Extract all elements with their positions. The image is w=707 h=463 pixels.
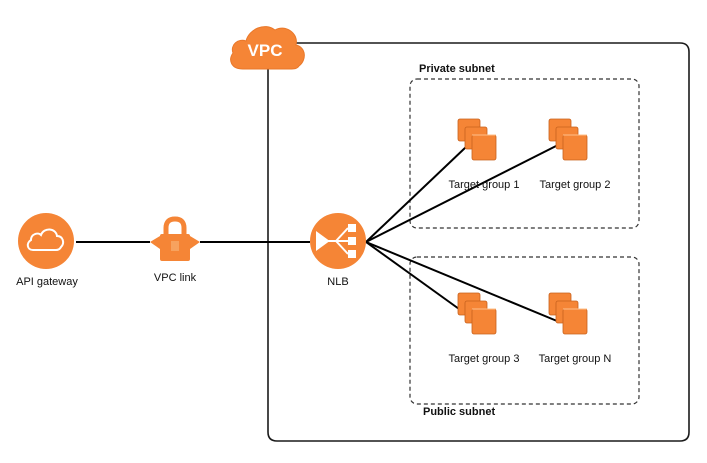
- vpc-link-lock-icon: [150, 216, 200, 261]
- nlb-node: NLB: [310, 213, 366, 288]
- target-group-2-label: Target group 2: [540, 179, 611, 191]
- stacked-instances-icon: [548, 292, 588, 335]
- public-subnet: Public subnet: [409, 256, 640, 418]
- target-group-n-label: Target group N: [539, 353, 612, 365]
- stacked-instances-icon: [548, 118, 588, 161]
- link-nlb-tg2: [365, 144, 559, 243]
- link-nlb-tg3: [365, 241, 467, 315]
- target-group-3-label: Target group 3: [449, 353, 520, 365]
- stacked-instances-icon: [457, 292, 497, 335]
- connections: [76, 144, 559, 322]
- private-subnet: Private subnet: [409, 63, 640, 229]
- target-group-n-node: Target group N: [539, 292, 612, 365]
- link-nlb-tgn: [365, 241, 558, 322]
- vpc-link-node: VPC link: [150, 216, 200, 284]
- vpc-link-label: VPC link: [154, 272, 197, 284]
- vpc-label: VPC: [248, 41, 283, 60]
- target-group-3-node: Target group 3: [449, 292, 520, 365]
- api-gateway-label: API gateway: [16, 276, 78, 288]
- public-subnet-label: Public subnet: [423, 406, 495, 418]
- target-group-1-node: Target group 1: [449, 118, 520, 191]
- private-subnet-label: Private subnet: [419, 63, 495, 75]
- stacked-instances-icon: [457, 118, 497, 161]
- api-gateway-node: API gateway: [16, 213, 78, 288]
- vpc-cloud-icon: VPC: [230, 26, 305, 70]
- nlb-label: NLB: [327, 276, 348, 288]
- target-group-1-label: Target group 1: [449, 179, 520, 191]
- api-gateway-cloud-icon: [18, 213, 74, 269]
- vpc-boundary: [267, 42, 690, 442]
- link-nlb-tg1: [365, 146, 467, 243]
- target-group-2-node: Target group 2: [540, 118, 611, 191]
